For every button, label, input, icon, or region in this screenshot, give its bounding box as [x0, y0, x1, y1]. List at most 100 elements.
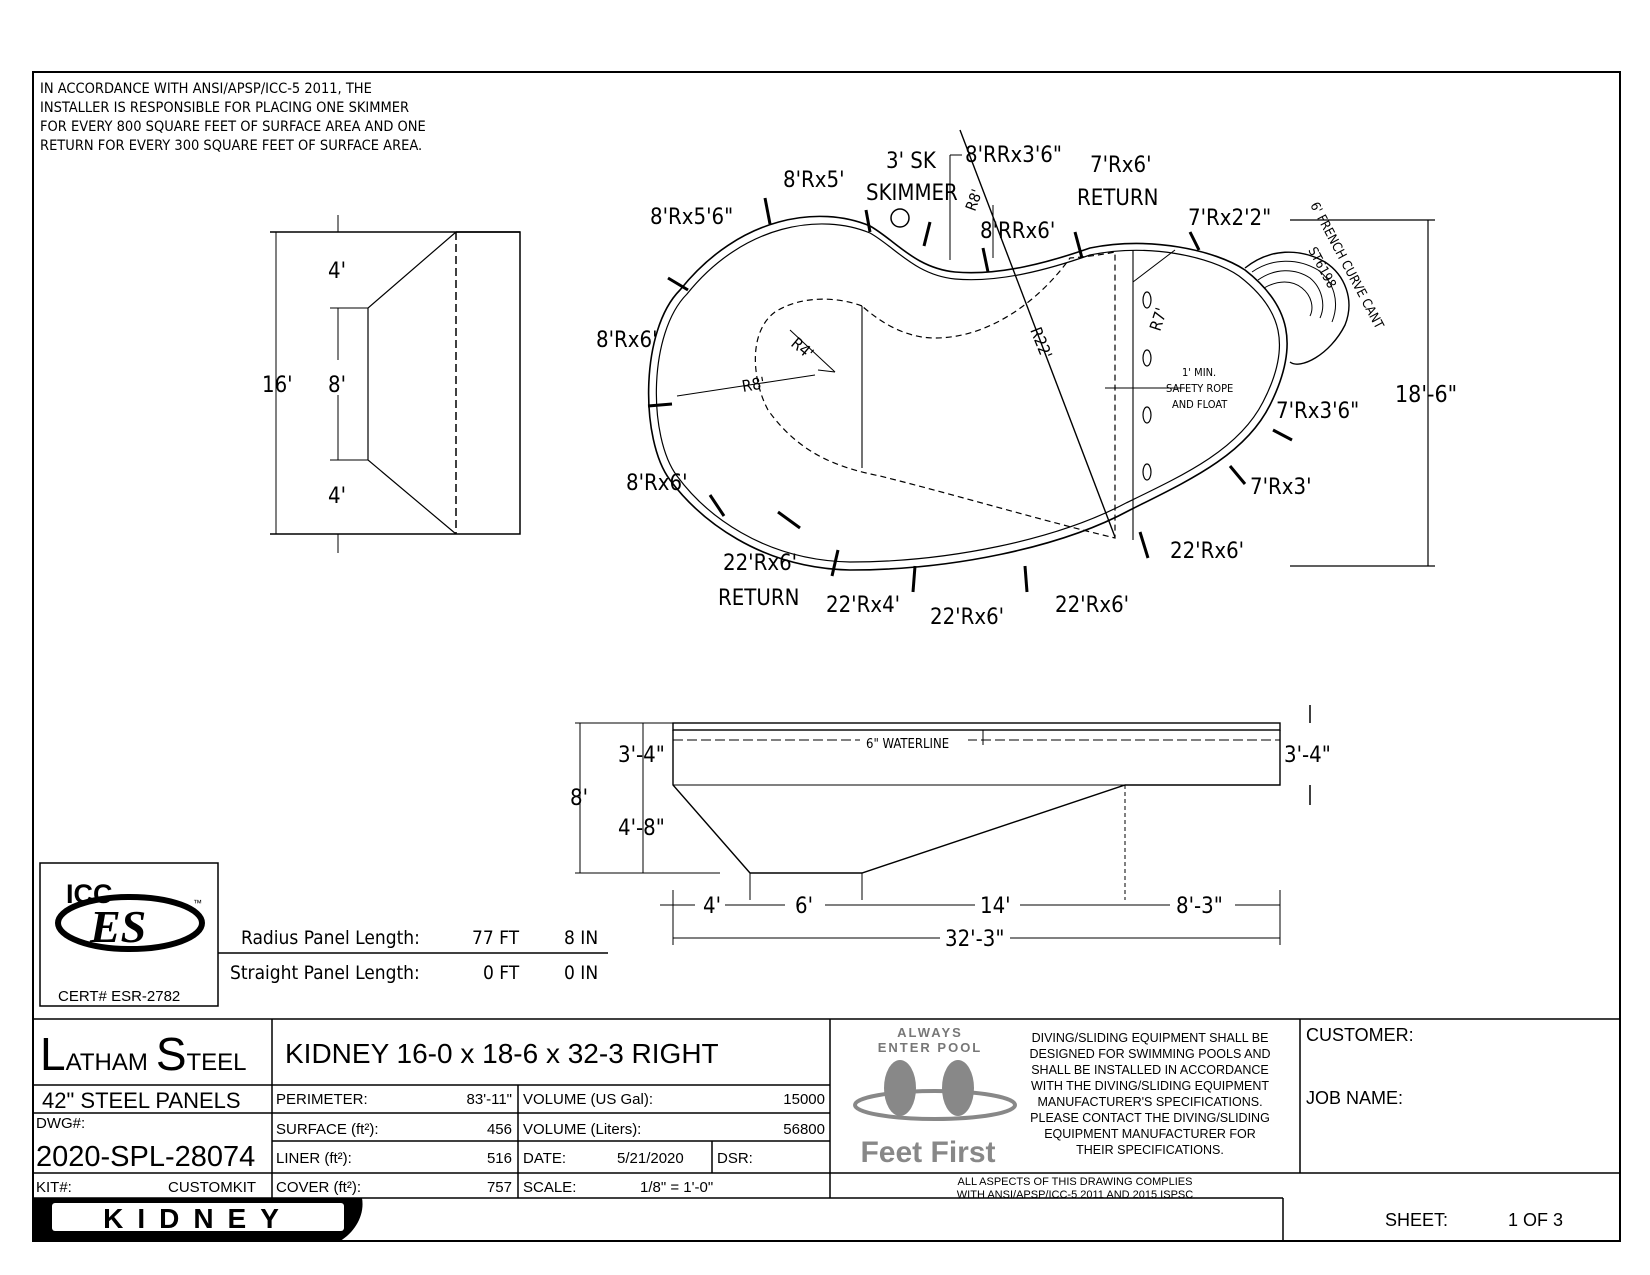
cover-label: COVER (ft²): [276, 1179, 361, 1196]
kidney-outer-wall [647, 215, 1288, 571]
svg-text:DESIGNED FOR SWIMMING POOLS AN: DESIGNED FOR SWIMMING POOLS AND [1030, 1047, 1271, 1061]
deep-end-outline [754, 251, 1116, 539]
svg-text:WITH THE DIVING/SLIDING EQUIPM: WITH THE DIVING/SLIDING EQUIPMENT [1031, 1079, 1269, 1093]
dwg-number: 2020-SPL-28074 [36, 1141, 255, 1173]
label-r8: R8' [740, 373, 766, 396]
sheet-value: 1 OF 3 [1508, 1210, 1563, 1230]
section-rim [672, 722, 1281, 731]
rope-float [1142, 463, 1152, 481]
label-8rx56: 8'Rx5'6" [650, 205, 733, 230]
section-profile [672, 730, 1281, 874]
svg-text:EQUIPMENT MANUFACTURER FOR: EQUIPMENT MANUFACTURER FOR [1044, 1127, 1256, 1141]
label-8rx6-a: 8'Rx6' [596, 328, 658, 353]
waterline-label: 6" WATERLINE [866, 737, 949, 752]
label-7rx6: 7'Rx6' [1090, 153, 1152, 178]
label-r7: R7' [1146, 305, 1171, 333]
date-value: 5/21/2020 [617, 1150, 684, 1167]
label-return-2: RETURN [718, 586, 799, 611]
end-view [270, 215, 521, 553]
dim-total-length: 32'-3" [945, 927, 1004, 952]
sheet-label: SHEET: [1385, 1210, 1448, 1230]
customer-label: CUSTOMER: [1306, 1025, 1414, 1045]
svg-text:ENTER POOL: ENTER POOL [878, 1040, 983, 1055]
radius-line-r4 [789, 329, 836, 373]
label-r22: R22' [1026, 324, 1056, 361]
straight-panel-ft: 0 FT [483, 962, 520, 984]
label-3sk: 3' SK [886, 149, 937, 174]
diving-note: DIVING/SLIDING EQUIPMENT SHALL BE DESIGN… [1030, 1031, 1271, 1157]
label-22rx4: 22'Rx4' [826, 593, 900, 618]
skimmer-symbol [890, 208, 910, 228]
liner-label: LINER (ft²): [276, 1150, 352, 1167]
rope-note-3: AND FLOAT [1172, 398, 1228, 411]
dim-8-mid: 8' [328, 373, 346, 398]
label-7rx22: 7'Rx2'2" [1188, 206, 1271, 231]
icc-cert: CERT# ESR-2782 [58, 988, 180, 1005]
dim-4-bottom: 4' [328, 484, 346, 509]
ansi-note: IN ACCORDANCE WITH ANSI/APSP/ICC-5 2011,… [40, 81, 426, 154]
svg-text:THEIR SPECIFICATIONS.: THEIR SPECIFICATIONS. [1076, 1143, 1224, 1157]
ansi-note-line-2: INSTALLER IS RESPONSIBLE FOR PLACING ONE… [40, 100, 409, 116]
icc-es-box: ICC ES ™ CERT# ESR-2782 [39, 862, 219, 1007]
label-8rrx36: 8'RRx3'6" [965, 143, 1062, 168]
panel-lengths: Radius Panel Length: 77 FT 8 IN Straight… [218, 927, 608, 984]
radius-line-r22 [959, 129, 1116, 538]
svg-text:WITH ANSI/APSP/ICC-5 2011 AND: WITH ANSI/APSP/ICC-5 2011 AND 2015 ISPSC [957, 1189, 1193, 1201]
radius-panel-ft: 77 FT [472, 927, 520, 949]
volume-l-value: 56800 [783, 1121, 825, 1138]
dim-4: 4' [703, 894, 721, 919]
sheet-border [32, 71, 1621, 1242]
scale-label: SCALE: [523, 1179, 576, 1196]
shape-banner-text: KIDNEY [103, 1203, 293, 1234]
liner-value: 516 [487, 1150, 512, 1167]
dsr-label: DSR: [717, 1150, 753, 1167]
svg-text:™: ™ [193, 898, 202, 908]
svg-text:SHALL BE INSTALLED IN ACCORDAN: SHALL BE INSTALLED IN ACCORDANCE [1031, 1063, 1269, 1077]
label-22rx6-c: 22'Rx6' [1170, 539, 1244, 564]
ansi-note-line-3: FOR EVERY 800 SQUARE FEET OF SURFACE ARE… [40, 119, 426, 135]
rope-float [1142, 406, 1152, 424]
plan-view [647, 129, 1435, 593]
dim-shallow-right: 3'-4" [1284, 743, 1331, 768]
section-labels: 6" WATERLINE 3'-4" 3'-4" 8' 4'-8" 4' 6' … [570, 733, 1331, 952]
surface-label: SURFACE (ft²): [276, 1121, 379, 1138]
straight-panel-in: 0 IN [564, 962, 598, 984]
foot-icon-left [884, 1060, 916, 1116]
job-name-label: JOB NAME: [1306, 1088, 1403, 1108]
volume-l-label: VOLUME (Liters): [523, 1121, 641, 1138]
step-unit [1244, 251, 1350, 365]
panel-ticks [647, 197, 1293, 593]
dim-total-depth: 8' [570, 786, 588, 811]
svg-text:DIVING/SLIDING EQUIPMENT SHALL: DIVING/SLIDING EQUIPMENT SHALL BE [1032, 1031, 1269, 1045]
kit-label: KIT#: [36, 1179, 72, 1196]
radius-line-r8 [676, 374, 816, 397]
perimeter-value: 83'-11" [467, 1091, 512, 1108]
dim-4-top: 4' [328, 259, 346, 284]
label-skimmer: SKIMMER [866, 181, 958, 206]
panels-type: 42" STEEL PANELS [42, 1088, 241, 1113]
svg-text:ALWAYS: ALWAYS [897, 1025, 963, 1040]
complies-note: ALL ASPECTS OF THIS DRAWING COMPLIES WIT… [957, 1176, 1193, 1201]
kit-value: CUSTOMKIT [168, 1179, 256, 1196]
label-8rrx6: 8'RRx6' [980, 219, 1055, 244]
label-return-1: RETURN [1077, 186, 1158, 211]
feet-first-logo: ALWAYS ENTER POOL Feet First [853, 1025, 1017, 1169]
end-view-outline [270, 231, 521, 535]
rope-note-2: SAFETY ROPE [1166, 382, 1233, 395]
label-8rx6-b: 8'Rx6' [626, 471, 688, 496]
label-22rx6-return: 22'Rx6' [723, 551, 797, 576]
surface-value: 456 [487, 1121, 512, 1138]
label-r4: R4' [787, 334, 817, 363]
dim-8-3: 8'-3" [1176, 894, 1223, 919]
foot-icon-right [942, 1060, 974, 1116]
svg-text:MANUFACTURER'S SPECIFICATIONS.: MANUFACTURER'S SPECIFICATIONS. [1037, 1095, 1262, 1109]
volume-gal-label: VOLUME (US Gal): [523, 1091, 653, 1108]
cover-value: 757 [487, 1179, 512, 1196]
end-view-profile [367, 231, 457, 535]
date-label: DATE: [523, 1150, 566, 1167]
ansi-note-line-4: RETURN FOR EVERY 300 SQUARE FEET OF SURF… [40, 138, 422, 154]
scale-value: 1/8" = 1'-0" [640, 1179, 713, 1196]
ansi-note-line-1: IN ACCORDANCE WITH ANSI/APSP/ICC-5 2011,… [40, 81, 372, 97]
